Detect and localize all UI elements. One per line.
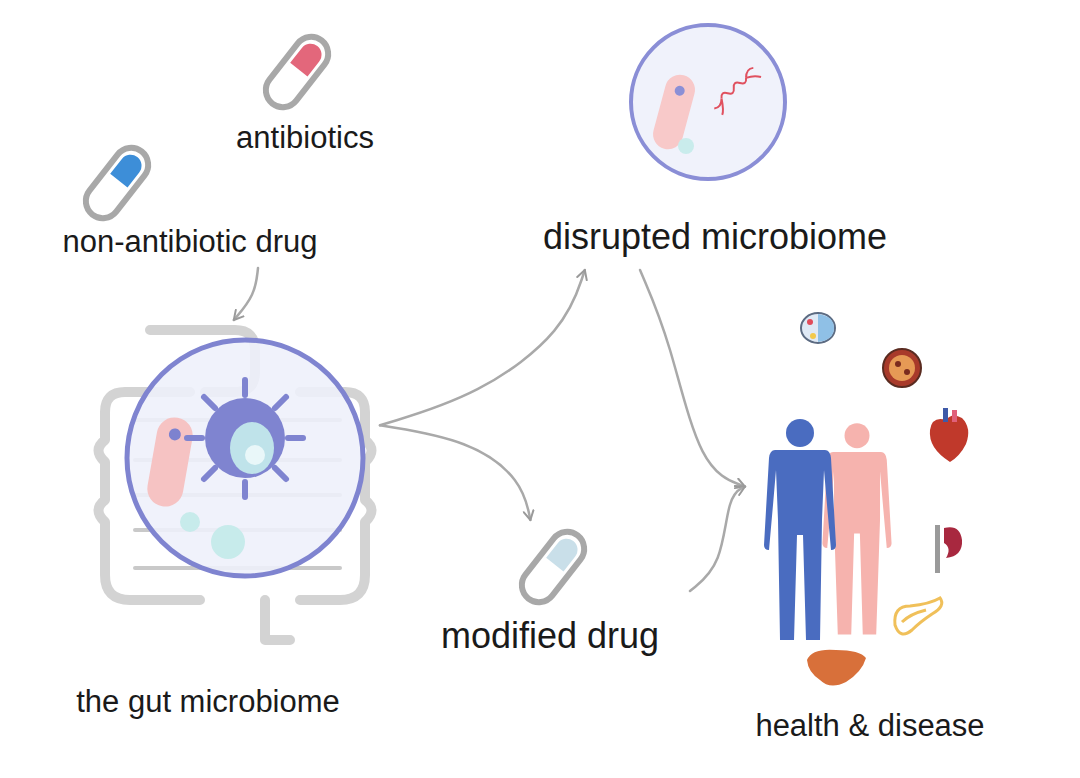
- liver-icon: [807, 650, 866, 686]
- drug-pill: [79, 141, 155, 225]
- pill-half: [110, 150, 146, 187]
- gut-section-icon: [883, 349, 921, 387]
- pill-outline: [259, 30, 335, 114]
- small-cell: [180, 512, 200, 532]
- spiral-bacterium: [709, 67, 763, 116]
- microbiome-node: the gut microbiome: [40, 320, 380, 725]
- spike: [242, 380, 248, 395]
- spike: [187, 435, 202, 441]
- pancreas-icon: [895, 598, 942, 634]
- disrupted-microbiome-figure: [631, 25, 785, 179]
- man-figure: [764, 419, 836, 640]
- flow-arrow: [380, 270, 585, 425]
- section-outer: [883, 349, 921, 387]
- node-label: the gut microbiome: [76, 684, 340, 720]
- small-cell: [211, 525, 245, 559]
- rod-body: [144, 415, 195, 510]
- microbe-body: [205, 398, 285, 478]
- flow-arrow: [380, 425, 530, 520]
- brain-icon: [801, 313, 835, 343]
- microbe-nucleus: [245, 445, 265, 465]
- pill-outline: [79, 141, 155, 225]
- node-label: health & disease: [755, 708, 984, 744]
- liver-body: [807, 650, 866, 686]
- node-label: disrupted microbiome: [543, 216, 887, 257]
- brain-half: [818, 314, 834, 342]
- pill-half: [290, 39, 326, 76]
- node-label: non-antibiotic drug: [62, 224, 317, 260]
- microbiome-node: disrupted microbiome: [485, 20, 945, 270]
- kidney-icon: [935, 525, 962, 573]
- section-dot: [904, 369, 910, 375]
- drug-label-group: non-antibiotic drug: [20, 168, 360, 268]
- drug-label-group: modified drug: [410, 520, 690, 662]
- heart-body: [930, 415, 968, 462]
- heart-vessel: [952, 410, 957, 422]
- flow-arrow: [690, 487, 745, 591]
- heart-vessel: [943, 408, 948, 422]
- ureter: [935, 525, 940, 573]
- body: [764, 450, 836, 640]
- pancreas-duct: [902, 610, 926, 622]
- pancreas-outline: [895, 598, 942, 634]
- rod-bacterium: [144, 415, 195, 510]
- intestine: [99, 330, 372, 640]
- brain-spot: [807, 319, 813, 325]
- gut-microbiome-figure: [127, 340, 363, 576]
- small-cell: [678, 138, 694, 154]
- microbe-core: [230, 422, 274, 474]
- spike: [242, 482, 248, 497]
- spiral-body: [720, 76, 748, 101]
- microbiome-circle: [631, 25, 785, 179]
- node-label: antibiotics: [236, 120, 374, 156]
- flagella: [709, 67, 763, 116]
- spike: [204, 468, 215, 479]
- section-dot: [895, 361, 901, 367]
- rod-dot: [168, 427, 182, 441]
- spike: [275, 468, 286, 479]
- rod-dot: [674, 85, 686, 97]
- flow-arrow: [640, 270, 745, 487]
- heart-icon: [930, 408, 968, 462]
- spike: [275, 397, 286, 408]
- microbe-spikes: [187, 380, 303, 497]
- microbiome-circle: [127, 340, 363, 576]
- flow-arrow: [234, 268, 258, 320]
- head: [786, 419, 814, 447]
- drug-label-group: antibiotics: [215, 25, 395, 165]
- head: [845, 423, 870, 448]
- node-label: modified drug: [441, 615, 659, 656]
- section-inner: [889, 355, 915, 381]
- spike: [288, 435, 303, 441]
- modified-pill: [515, 525, 591, 609]
- brain-spot: [810, 333, 816, 339]
- antibiotic-pill: [259, 30, 335, 114]
- spiky-microbe: [187, 380, 303, 497]
- spike: [204, 397, 215, 408]
- pill-outline: [515, 525, 591, 609]
- people: [764, 419, 892, 640]
- kidney-body: [944, 527, 962, 558]
- pill-half: [546, 534, 582, 571]
- rectum: [265, 600, 290, 640]
- brain-outline: [801, 313, 835, 343]
- outcome-node: health & disease: [745, 300, 1040, 755]
